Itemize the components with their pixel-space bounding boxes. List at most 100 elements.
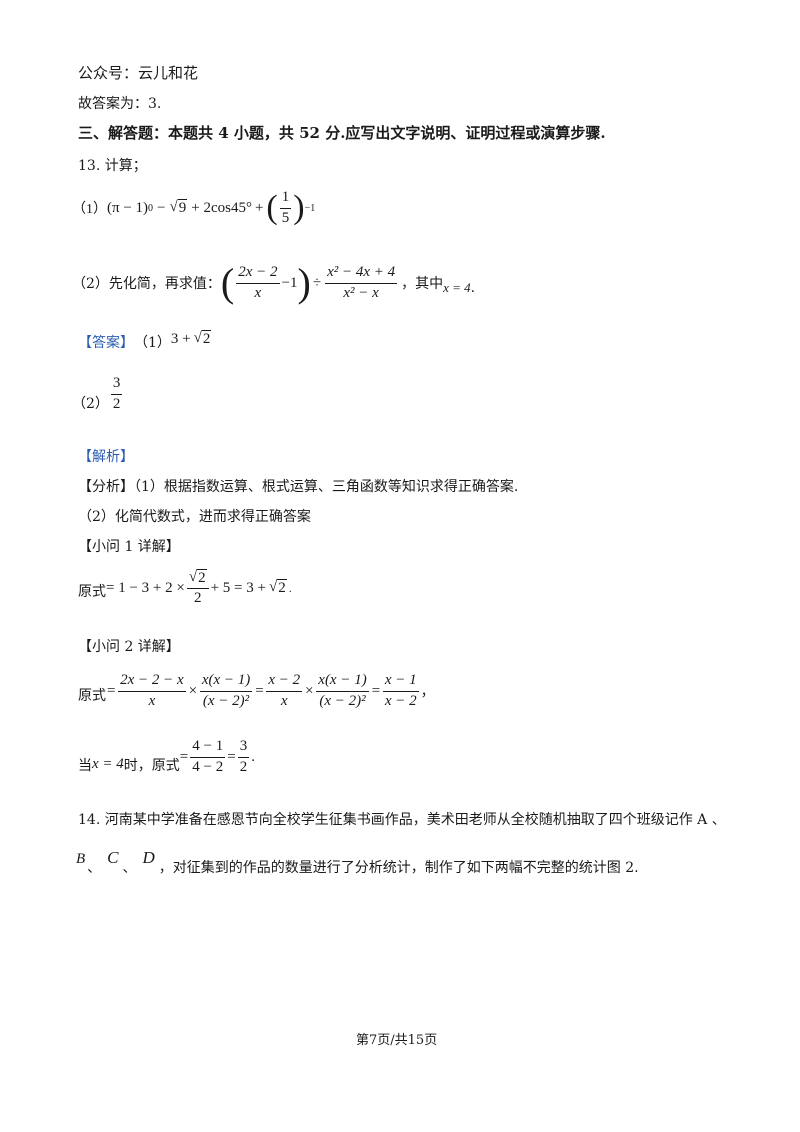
question-14-line2: B 、 C 、 D ，对征集到的作品的数量进行了分析统计，制作了如下两幅不完整的… xyxy=(76,846,639,880)
header-source: 公众号：云儿和花 xyxy=(78,64,199,82)
sub1-title: 【小问 1 详解】 xyxy=(78,539,180,555)
sub2-frac4-den: (x − 2)² xyxy=(319,692,366,709)
sub1-frac-num: 2 xyxy=(197,568,207,586)
q13-p2-frac2-num: x² − 4x + 4 xyxy=(325,264,398,284)
sub2b-lead: 当 xyxy=(78,758,92,774)
sub2-frac4: x(x − 1) (x − 2)² xyxy=(316,672,369,710)
q13-p2-frac2: x² − 4x + 4 x² − x xyxy=(325,264,398,302)
sub2b-frac1-den: 4 − 2 xyxy=(192,758,224,775)
q14-sep-2: 、 xyxy=(122,860,137,876)
q13-p1-plus: + xyxy=(254,199,264,216)
sub2-frac1-den: x xyxy=(148,692,156,709)
answer-2-den: 2 xyxy=(112,395,121,412)
q13-p2-frac1-den: x xyxy=(254,284,262,301)
sub2-end: ， xyxy=(420,684,435,700)
q13-p2-frac2-den: x² − x xyxy=(343,284,379,301)
q13-p2-minus1: −1 xyxy=(281,274,298,291)
q13-p2-tail: ，其中 xyxy=(401,276,444,292)
q13-p1-exp: −1 xyxy=(304,202,316,214)
sub2-frac2: x(x − 1) (x − 2)² xyxy=(199,672,253,710)
question-14-line1: 14. 河南某中学准备在感恩节向全校学生征集书画作品，美术田老师从全校随机抽取了… xyxy=(78,812,726,828)
sub1-frac: √2 2 xyxy=(186,568,209,608)
q13-p2-cond: x = 4 xyxy=(443,280,471,295)
sub2-frac5-den: x − 2 xyxy=(384,692,417,709)
sub2-frac5: x − 1 x − 2 xyxy=(382,672,419,710)
sub2-times2: × xyxy=(304,682,315,699)
sub2b-frac2: 3 2 xyxy=(237,738,250,776)
sub2-frac1: 2x − 2 − x x xyxy=(118,672,186,710)
analysis-text-1: 【分析】（1）根据指数运算、根式运算、三角函数等知识求得正确答案. xyxy=(78,479,519,495)
q13-p1-frac-num: 1 xyxy=(279,189,292,209)
previous-answer: 故答案为：3. xyxy=(78,96,162,112)
sub2-frac2-den: (x − 2)² xyxy=(202,692,250,709)
page-number: 第7页/共15页 xyxy=(356,1033,438,1048)
answer-1-a: 3 + xyxy=(170,330,191,347)
sub2b-mid: 时，原式 xyxy=(123,758,180,774)
q14-line2-text: ，对征集到的作品的数量进行了分析统计，制作了如下两幅不完整的统计图 2. xyxy=(158,860,639,876)
q13-part1: （1） (π − 1) 0 − √9 + 2cos45° + ( 1 5 ) −… xyxy=(72,186,315,230)
sub2-frac2-num: x(x − 1) xyxy=(199,672,253,692)
q13-p2-frac1-num: 2x − 2 xyxy=(236,264,280,284)
q13-p2-frac1: 2x − 2 x xyxy=(236,264,280,302)
q13-part2: （2）先化简，再求值： ( 2x − 2 x −1 ) ÷ x² − 4x + … xyxy=(72,260,476,305)
sub2b-frac2-den: 2 xyxy=(239,758,248,775)
sub2b-frac2-num: 3 xyxy=(237,738,250,758)
answer-1-sqrt: √2 xyxy=(193,330,212,347)
q14-label-c: C xyxy=(107,848,119,867)
sub1-solution: 原式 = 1 − 3 + 2 × √2 2 + 5 = 3 + √2 . xyxy=(78,566,292,610)
q13-p1-sqrt: √9 xyxy=(169,199,188,216)
sub2b-eq1: = xyxy=(179,748,189,765)
sub2b-eq2: = xyxy=(227,748,236,765)
sub2-times1: × xyxy=(187,682,198,699)
sub2-solution: 原式 = 2x − 2 − x x × x(x − 1) (x − 2)² = … xyxy=(78,664,435,718)
sub2-title: 【小问 2 详解】 xyxy=(78,639,180,655)
q13-p1-rparen: ) xyxy=(293,189,305,226)
answer-1-label: （1） xyxy=(134,335,171,351)
sub2-label: 原式 xyxy=(78,688,106,704)
sub2b-frac1-num: 4 − 1 xyxy=(190,738,226,758)
answer-2-label: （2） xyxy=(72,396,109,412)
question-13-stem: 13. 计算； xyxy=(78,158,147,174)
sub2-frac3-num: x − 2 xyxy=(266,672,303,692)
answer-2-num: 3 xyxy=(110,375,123,395)
sub1-a: = 1 − 3 + 2 × xyxy=(106,579,185,596)
answer-tag: 【答案】 xyxy=(78,335,134,351)
sub2b-solution: 当 x = 4 时，原式 = 4 − 1 4 − 2 = 3 2 . xyxy=(78,734,255,780)
q13-part1-label: （1） xyxy=(72,202,107,217)
analysis-tag: 【解析】 xyxy=(78,449,134,465)
sub2-frac1-num: 2x − 2 − x xyxy=(118,672,186,692)
sub2-eq1: = xyxy=(106,682,117,699)
q13-p1-term-a: (π − 1) xyxy=(107,199,149,216)
q14-label-b: B xyxy=(76,850,86,867)
q13-p1-lparen: ( xyxy=(266,189,278,226)
sub1-sqrt-rad: 2 xyxy=(277,579,287,596)
q13-p2-rparen: ) xyxy=(297,260,311,305)
sub2-eq2: = xyxy=(254,682,265,699)
sub2-eq3: = xyxy=(370,682,381,699)
q13-p1-minus: − xyxy=(157,199,166,216)
q14-label-d: D xyxy=(142,848,155,867)
sub2-frac5-num: x − 1 xyxy=(382,672,419,692)
sub1-sqrt: √2 xyxy=(268,579,287,596)
sub2b-cond: x = 4 xyxy=(92,755,124,772)
q13-answer-1: 【答案】 （1） 3 + √2 xyxy=(78,330,212,354)
sub1-b: + 5 = 3 + xyxy=(210,579,266,596)
q13-p1-frac: 1 5 xyxy=(279,189,292,227)
section-title: 三、解答题：本题共 4 小题，共 52 分.应写出文字说明、证明过程或演算步骤. xyxy=(78,124,606,142)
sub2b-end: . xyxy=(251,748,255,765)
sub2b-frac1: 4 − 1 4 − 2 xyxy=(190,738,226,776)
q14-sep-1: 、 xyxy=(87,860,102,876)
sub1-label: 原式 xyxy=(78,584,106,600)
sub1-end: . xyxy=(288,580,292,595)
q13-p1-cos: + 2cos45° xyxy=(191,199,252,216)
q13-p1-sup: 0 xyxy=(148,202,154,214)
sub2-frac3: x − 2 x xyxy=(266,672,303,710)
analysis-text-2: （2）化简代数式，进而求得正确答案 xyxy=(78,509,311,525)
sub1-frac-den: 2 xyxy=(193,590,202,606)
answer-1-sqrt-rad: 2 xyxy=(201,330,212,347)
answer-2-frac: 3 2 xyxy=(110,375,123,413)
q13-p1-frac-den: 5 xyxy=(281,209,290,226)
q13-p2-div: ÷ xyxy=(312,274,322,291)
sub2-frac4-num: x(x − 1) xyxy=(316,672,369,692)
q13-answer-2: （2） 3 2 xyxy=(72,372,124,416)
